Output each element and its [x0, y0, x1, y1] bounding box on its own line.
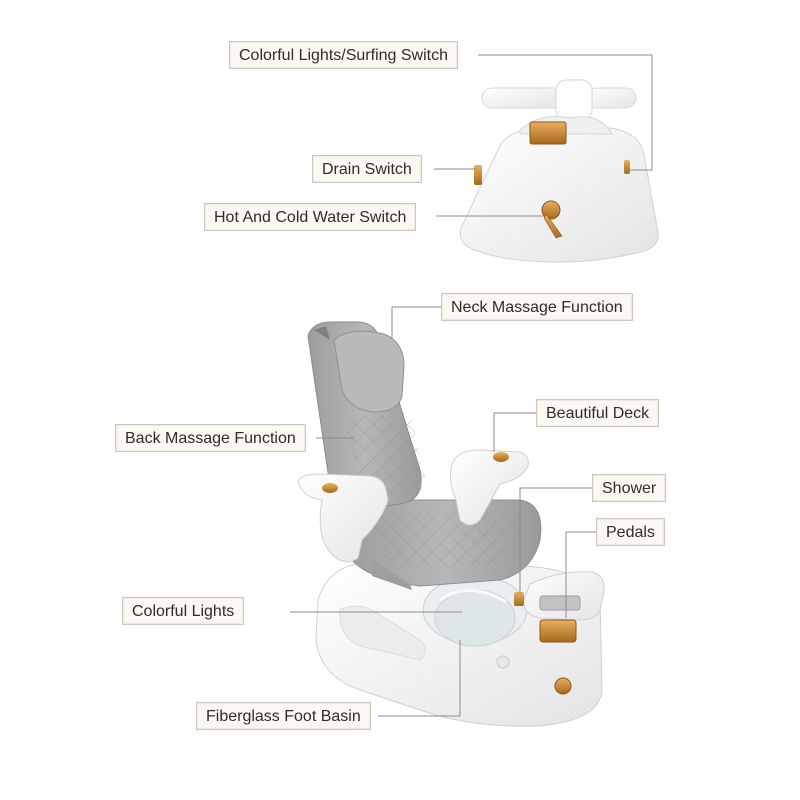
- leader-shower: [519, 487, 592, 594]
- label-back-massage-function: Back Massage Function: [115, 424, 306, 452]
- leader-foot-basin: [378, 640, 461, 717]
- leader-lines: [290, 54, 653, 717]
- label-shower: Shower: [592, 474, 667, 502]
- label-hot-cold-water-switch: Hot And Cold Water Switch: [204, 203, 417, 231]
- label-colorful-lights: Colorful Lights: [122, 597, 245, 625]
- pedicure-chair: [297, 321, 605, 727]
- leader-neck-massage: [391, 306, 441, 338]
- label-fiberglass-foot-basin: Fiberglass Foot Basin: [196, 702, 371, 730]
- label-neck-massage-function: Neck Massage Function: [441, 293, 633, 321]
- label-colorful-lights-surfing-switch: Colorful Lights/Surfing Switch: [229, 41, 458, 69]
- label-beautiful-deck: Beautiful Deck: [536, 399, 660, 427]
- control-pedestal: [459, 79, 659, 263]
- leader-pedals: [565, 531, 596, 618]
- leader-surfing-switch: [478, 54, 653, 171]
- label-pedals: Pedals: [596, 518, 665, 546]
- label-drain-switch: Drain Switch: [312, 155, 422, 183]
- leader-beautiful-deck: [493, 412, 536, 452]
